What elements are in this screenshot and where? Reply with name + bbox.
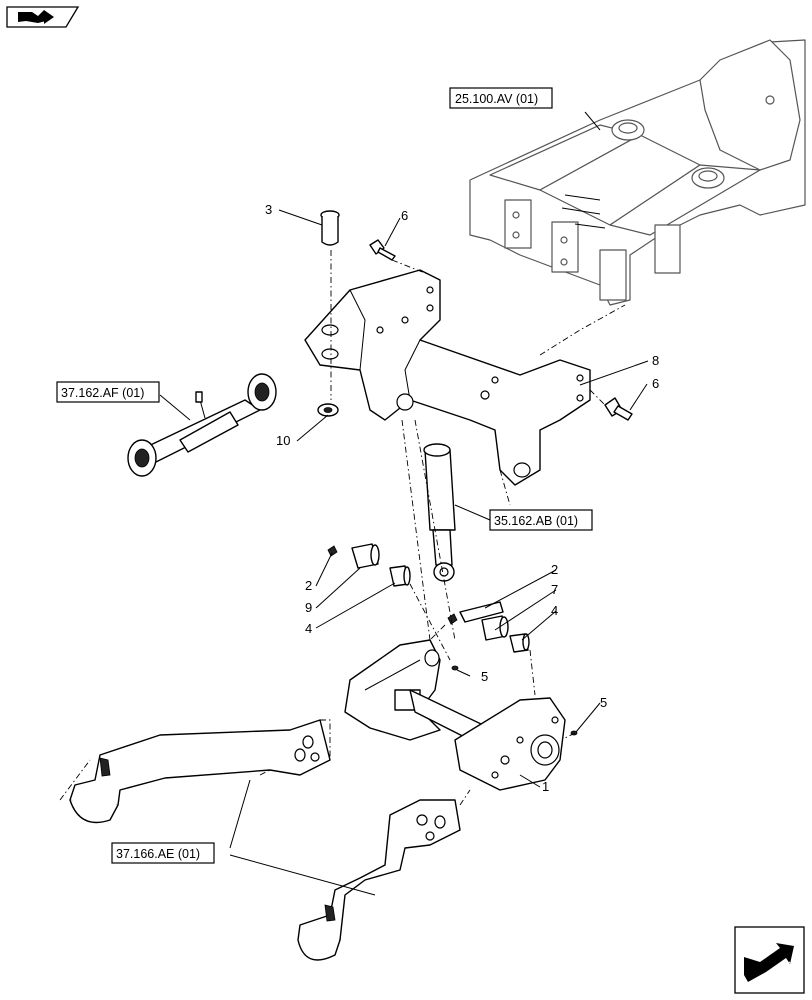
book-arrow-icon[interactable] <box>6 6 80 28</box>
callout-3: 3 <box>265 202 272 217</box>
callout-6-right: 6 <box>652 376 659 391</box>
callout-7: 7 <box>551 582 558 597</box>
lower-link-upper <box>69 719 331 824</box>
callout-5-center: 5 <box>481 669 488 684</box>
bolt-6-right <box>604 397 633 421</box>
ref-box-37166ae[interactable]: 37.166.AE (01) <box>111 842 215 864</box>
tractor-frame <box>469 39 806 306</box>
callout-2-left: 2 <box>305 578 312 593</box>
leader-lines <box>159 111 649 896</box>
callout-6-upper: 6 <box>401 208 408 223</box>
bolt-6-upper <box>369 239 396 261</box>
top-link-bracket <box>304 269 591 486</box>
callout-4-left: 4 <box>305 621 312 636</box>
clip-10 <box>317 403 339 417</box>
callout-5-right: 5 <box>600 695 607 710</box>
assembly-lines <box>59 250 626 806</box>
lower-link-support <box>344 639 566 791</box>
callout-4-right: 4 <box>551 603 558 618</box>
svg-text:37.162.AF (01): 37.162.AF (01) <box>61 386 144 400</box>
callout-9: 9 <box>305 600 312 615</box>
top-link <box>127 373 277 477</box>
svg-text:37.166.AE (01): 37.166.AE (01) <box>116 847 200 861</box>
callout-2-right: 2 <box>551 562 558 577</box>
callout-8: 8 <box>652 353 659 368</box>
svg-text:25.100.AV (01): 25.100.AV (01) <box>455 92 538 106</box>
ref-box-35162ab[interactable]: 35.162.AB (01) <box>489 509 593 531</box>
lift-cylinder <box>423 443 456 582</box>
pin-3 <box>320 210 340 246</box>
lower-link-lower <box>297 799 461 961</box>
ref-box-25100av[interactable]: 25.100.AV (01) <box>449 87 553 109</box>
svg-text:35.162.AB (01): 35.162.AB (01) <box>494 514 578 528</box>
callout-1: 1 <box>542 779 549 794</box>
small-parts <box>327 543 578 736</box>
next-page-arrow-icon[interactable] <box>734 926 805 994</box>
ref-box-37162af[interactable]: 37.162.AF (01) <box>56 381 160 403</box>
callout-10: 10 <box>276 433 290 448</box>
